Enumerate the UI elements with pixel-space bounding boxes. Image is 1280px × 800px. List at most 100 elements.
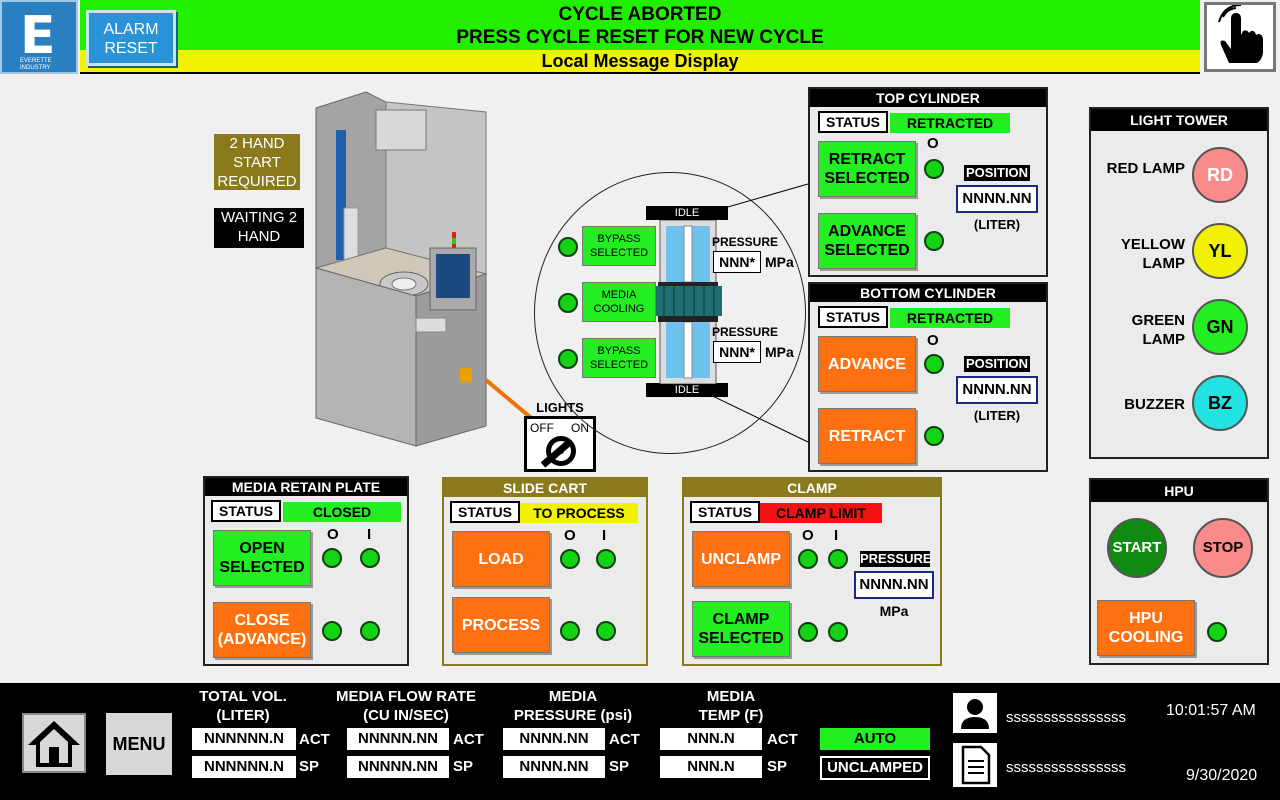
- waiting-two-hand-notice: WAITING 2 HAND: [214, 208, 304, 248]
- hpu-stop-button[interactable]: STOP: [1193, 518, 1253, 578]
- clamp-io-o: O: [802, 527, 814, 544]
- clamp-pressure-unit: MPa: [879, 603, 909, 619]
- load-button[interactable]: LOAD: [452, 531, 550, 587]
- media-pressure-header: MEDIA PRESSURE (psi): [513, 688, 633, 724]
- alarm-reset-button[interactable]: ALARM RESET: [86, 10, 176, 66]
- clamp-panel: CLAMP STATUS CLAMP LIMIT O I UNCLAMP CLA…: [682, 477, 942, 666]
- media-cooling-led: [558, 293, 578, 313]
- media-flow-header: MEDIA FLOW RATE (CU IN/SEC): [336, 688, 476, 724]
- header-banner: CYCLE ABORTED PRESS CYCLE RESET FOR NEW …: [80, 0, 1200, 50]
- clock-date: 9/30/2020: [1186, 767, 1258, 784]
- slide-cart-panel: SLIDE CART STATUS TO PROCESS O I LOAD PR…: [442, 477, 648, 666]
- bottom-cylinder-status-label: STATUS: [818, 306, 888, 328]
- clamp-pressure-label: PRESSURE: [860, 551, 932, 567]
- top-cylinder-status-label: STATUS: [818, 111, 888, 133]
- load-led-i: [596, 549, 616, 569]
- media-retain-plate-panel: MEDIA RETAIN PLATE STATUS CLOSED O I OPE…: [203, 476, 409, 666]
- media-temp-act-label: ACT: [767, 731, 798, 748]
- hpu-cooling-button[interactable]: HPU COOLING: [1097, 600, 1195, 656]
- footer-bar: MENU TOTAL VOL. (LITER) NNNNNN.N ACT NNN…: [0, 683, 1280, 800]
- top-position-label: POSITION: [964, 165, 1030, 181]
- hpu-title: HPU: [1091, 480, 1267, 502]
- hpu-panel: HPU START STOP HPU COOLING: [1089, 478, 1269, 665]
- lights-switch[interactable]: OFF ON: [524, 416, 596, 472]
- message-display-bar: Local Message Display: [80, 50, 1200, 74]
- media-cooling-button[interactable]: MEDIA COOLING: [582, 282, 656, 322]
- menu-button[interactable]: MENU: [106, 713, 172, 775]
- process-button[interactable]: PROCESS: [452, 597, 550, 653]
- cylinder-graphic: [654, 220, 722, 384]
- yellow-lamp-indicator[interactable]: YL: [1192, 223, 1248, 279]
- hpu-start-button[interactable]: START: [1107, 518, 1167, 578]
- unclamp-button[interactable]: UNCLAMP: [692, 531, 790, 587]
- retract-led: [924, 426, 944, 446]
- green-lamp-indicator[interactable]: GN: [1192, 299, 1248, 355]
- lights-connector-line: [484, 378, 538, 424]
- slide-cart-status-label: STATUS: [450, 501, 520, 523]
- bottom-cylinder-status-value: RETRACTED: [890, 308, 1010, 328]
- bottom-position-unit: (LITER): [973, 408, 1021, 423]
- unclamp-led-o: [798, 549, 818, 569]
- media-flow-act: NNNNN.NN: [347, 728, 449, 750]
- open-led-o: [322, 548, 342, 568]
- advance-selected-button[interactable]: ADVANCE SELECTED: [818, 213, 916, 269]
- media-retain-status-label: STATUS: [211, 500, 281, 522]
- bypass-top-selected-button[interactable]: BYPASS SELECTED: [582, 226, 656, 266]
- media-flow-act-label: ACT: [453, 731, 484, 748]
- clamp-selected-led-o: [798, 622, 818, 642]
- total-vol-sp-label: SP: [299, 758, 320, 775]
- company-logo: E EVERETTE INDUSTRY: [0, 0, 78, 74]
- message-display-label: Local Message Display: [541, 51, 739, 71]
- bypass-bottom-selected-button[interactable]: BYPASS SELECTED: [582, 338, 656, 378]
- clamp-io-i: I: [834, 527, 839, 544]
- advance-selected-led: [924, 231, 944, 251]
- top-position-unit: (LITER): [973, 217, 1021, 232]
- media-temp-sp-label: SP: [767, 758, 788, 775]
- clamp-pressure-value: NNNN.NN: [854, 571, 934, 599]
- open-selected-button[interactable]: OPEN SELECTED: [213, 530, 311, 586]
- document-icon[interactable]: [953, 743, 997, 787]
- cylinder-detail-circle: [534, 172, 806, 454]
- advance-led: [924, 354, 944, 374]
- media-retain-status-value: CLOSED: [283, 502, 401, 522]
- user-name-text: ssssssssssssssss: [1006, 709, 1126, 726]
- bottom-cylinder-io-o: O: [927, 332, 939, 349]
- close-advance-button[interactable]: CLOSE (ADVANCE): [213, 602, 311, 658]
- bottom-position-value: NNNN.NN: [956, 376, 1038, 404]
- mode-indicator: AUTO: [820, 728, 930, 750]
- slide-cart-status-value: TO PROCESS: [520, 503, 638, 523]
- media-retain-io-i: I: [367, 526, 372, 543]
- retract-selected-led: [924, 159, 944, 179]
- process-led-o: [560, 621, 580, 641]
- document-text: ssssssssssssssss: [1006, 759, 1126, 776]
- retract-button[interactable]: RETRACT: [818, 408, 916, 464]
- media-temp-sp: NNN.N: [660, 756, 762, 778]
- yellow-lamp-label: YELLOW LAMP: [1120, 236, 1185, 272]
- advance-button[interactable]: ADVANCE: [818, 336, 916, 392]
- touch-hand-icon[interactable]: [1204, 2, 1276, 72]
- close-led-o: [322, 621, 342, 641]
- total-vol-act: NNNNNN.N: [192, 728, 296, 750]
- media-pressure-act: NNNN.NN: [503, 728, 605, 750]
- media-flow-sp: NNNNN.NN: [347, 756, 449, 778]
- clamp-selected-button[interactable]: CLAMP SELECTED: [692, 601, 790, 657]
- idle-top-indicator: IDLE: [646, 206, 728, 220]
- red-lamp-indicator[interactable]: RD: [1192, 147, 1248, 203]
- header-line2: PRESS CYCLE RESET FOR NEW CYCLE: [456, 27, 824, 48]
- bypass-bottom-led: [558, 349, 578, 369]
- retract-selected-button[interactable]: RETRACT SELECTED: [818, 141, 916, 197]
- media-pressure-sp-label: SP: [609, 758, 630, 775]
- media-pressure-act-label: ACT: [609, 731, 640, 748]
- home-icon[interactable]: [22, 713, 86, 773]
- total-vol-sp: NNNNNN.N: [192, 756, 296, 778]
- user-icon[interactable]: [953, 693, 997, 733]
- bottom-cylinder-title: BOTTOM CYLINDER: [810, 284, 1046, 302]
- bottom-pressure-value: NNN*: [713, 341, 761, 363]
- buzzer-indicator[interactable]: BZ: [1192, 375, 1248, 431]
- top-pressure-unit: MPa: [765, 254, 794, 270]
- close-led-i: [360, 621, 380, 641]
- idle-bottom-indicator: IDLE: [646, 383, 728, 397]
- bottom-cylinder-panel: BOTTOM CYLINDER STATUS RETRACTED O ADVAN…: [808, 282, 1048, 472]
- two-hand-start-notice: 2 HAND START REQUIRED: [214, 134, 300, 190]
- bottom-pressure-label: PRESSURE: [712, 325, 779, 339]
